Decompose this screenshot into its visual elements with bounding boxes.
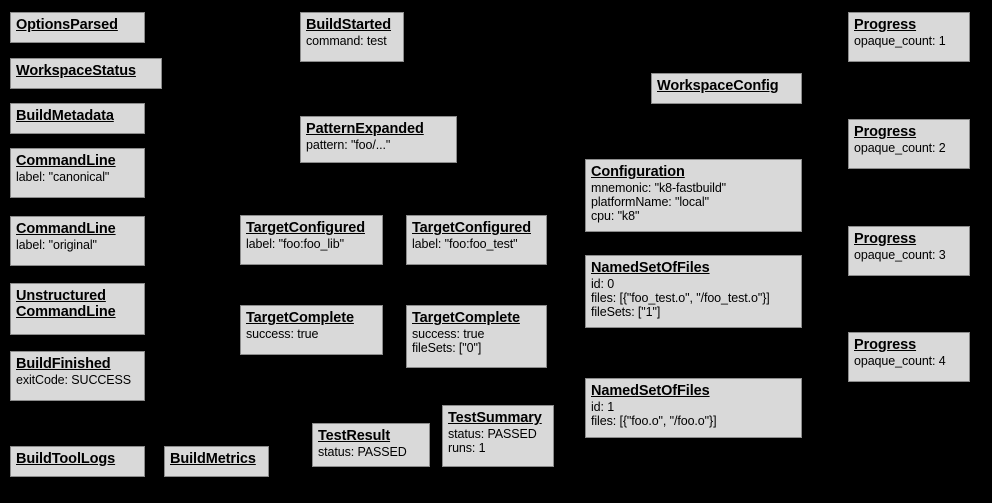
node-title: PatternExpanded [306, 121, 424, 137]
node-workspace-status[interactable]: WorkspaceStatus [10, 58, 162, 89]
node-title: WorkspaceConfig [657, 78, 779, 94]
node-fields: opaque_count: 4 [854, 354, 946, 369]
node-title: TargetComplete [246, 310, 354, 326]
node-build-tool-logs[interactable]: BuildToolLogs [10, 446, 145, 477]
node-title: BuildStarted [306, 17, 392, 33]
node-fields: exitCode: SUCCESS [16, 373, 132, 388]
node-title: BuildMetadata [16, 108, 114, 124]
node-fields: status: PASSED runs: 1 [448, 427, 537, 456]
node-title: CommandLine [16, 153, 116, 169]
node-fields: command: test [306, 34, 387, 49]
node-fields: id: 1 files: [{"foo.o", "/foo.o"}] [591, 400, 717, 429]
node-title: TestSummary [448, 410, 542, 426]
node-title: Progress [854, 124, 917, 140]
node-title: BuildMetrics [170, 451, 256, 467]
node-fields: opaque_count: 2 [854, 141, 946, 156]
node-fields: success: true [246, 327, 319, 342]
node-title: Progress [854, 17, 917, 33]
node-title: Unstructured CommandLine [16, 288, 116, 321]
node-fields: label: "original" [16, 238, 97, 253]
node-fields: label: "foo:foo_lib" [246, 237, 344, 252]
node-build-metrics[interactable]: BuildMetrics [164, 446, 269, 477]
node-title: NamedSetOfFiles [591, 383, 710, 399]
node-title: Progress [854, 337, 917, 353]
node-fields: label: "foo:foo_test" [412, 237, 518, 252]
node-fields: opaque_count: 1 [854, 34, 946, 49]
node-fields: mnemonic: "k8-fastbuild" platformName: "… [591, 181, 727, 224]
node-workspace-config[interactable]: WorkspaceConfig [651, 73, 802, 104]
node-unstructured-command-line[interactable]: Unstructured CommandLine [10, 283, 145, 335]
node-title: OptionsParsed [16, 17, 118, 33]
node-title: TestResult [318, 428, 391, 444]
node-title: NamedSetOfFiles [591, 260, 710, 276]
node-fields: opaque_count: 3 [854, 248, 946, 263]
node-title: TargetComplete [412, 310, 520, 326]
node-title: WorkspaceStatus [16, 63, 136, 79]
node-title: Configuration [591, 164, 685, 180]
node-title: BuildToolLogs [16, 451, 116, 467]
node-title: CommandLine [16, 221, 116, 237]
node-fields: pattern: "foo/..." [306, 138, 391, 153]
node-title: BuildFinished [16, 356, 111, 372]
node-fields: status: PASSED [318, 445, 407, 460]
node-build-metadata[interactable]: BuildMetadata [10, 103, 145, 134]
node-options-parsed[interactable]: OptionsParsed [10, 12, 145, 43]
node-fields: id: 0 files: [{"foo_test.o", "/foo_test.… [591, 277, 770, 320]
node-fields: success: true fileSets: ["0"] [412, 327, 485, 356]
node-title: Progress [854, 231, 917, 247]
node-title: TargetConfigured [412, 220, 531, 236]
node-fields: label: "canonical" [16, 170, 110, 185]
node-title: TargetConfigured [246, 220, 365, 236]
